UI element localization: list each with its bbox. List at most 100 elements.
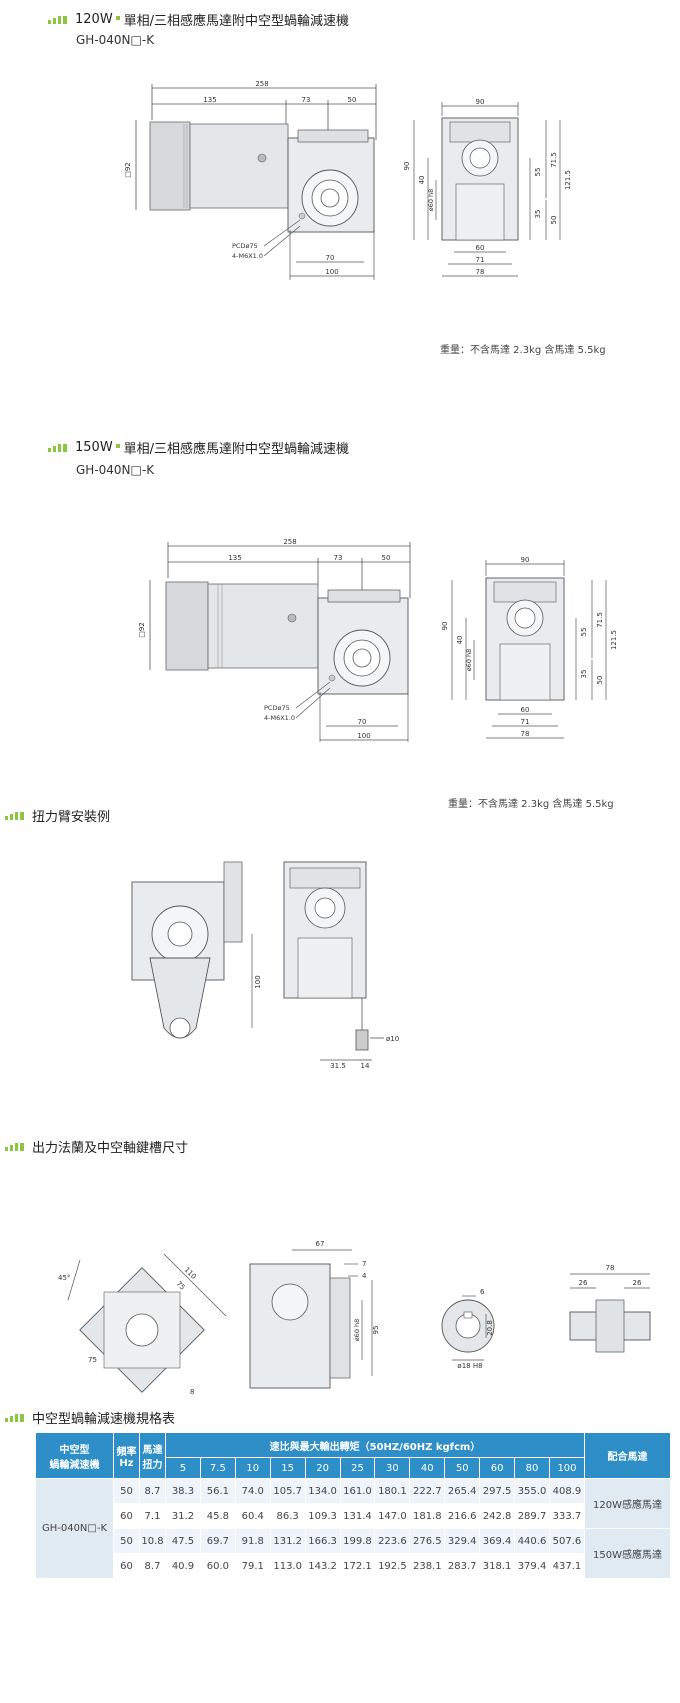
cell-value: 216.6 (444, 1503, 481, 1529)
dim-mid: 73 (334, 554, 343, 562)
side-dim-h55: 55 (580, 628, 588, 637)
header-torque: 馬達扭力 (139, 1432, 166, 1479)
cell-value: 242.8 (479, 1503, 516, 1529)
section-title: 出力法蘭及中空軸鍵槽尺寸 (32, 1141, 189, 1156)
side-dim-h715: 71.5 (550, 152, 558, 168)
cell-value: 131.2 (269, 1528, 306, 1554)
ratio-header: 25 (339, 1457, 376, 1479)
cell-value: 440.6 (514, 1528, 550, 1554)
dim-70: 70 (358, 718, 367, 726)
side-dim-h90: 90 (403, 162, 411, 171)
side-dim-shaft: ø60 h8 (427, 189, 435, 212)
cell-value: 192.5 (374, 1553, 411, 1579)
side-dim-h1215: 121.5 (564, 170, 572, 190)
model-code: GH-040N□-K (76, 33, 155, 47)
dim-20-8: 20.8 (486, 1320, 494, 1336)
section-power: 120W (75, 12, 113, 27)
cell-torque: 8.7 (139, 1553, 166, 1579)
side-dim-shaft: ø60 h8 (465, 649, 473, 672)
header-model: 中空型蝸輪減速機 (35, 1432, 114, 1479)
dim-31-5: 31.5 (330, 1062, 346, 1070)
cell-torque: 8.7 (139, 1478, 166, 1504)
cell-value: 143.2 (304, 1553, 341, 1579)
drawing-flange: 110 75 75 45° 8 67 7 4 ø60 h8 95 6 20.8 … (58, 1240, 651, 1396)
dim-100: 100 (254, 975, 262, 988)
dim-right: 50 (382, 554, 391, 562)
side-dim-b78: 78 (521, 730, 530, 738)
ratio-header: 30 (374, 1457, 411, 1479)
table-row: 60 7.1 31.2 45.8 60.4 86.3 109.3 131.4 1… (36, 1503, 671, 1529)
section-bars-icon (5, 1142, 26, 1151)
dim-6: 6 (480, 1288, 485, 1296)
dim-mid: 73 (302, 96, 311, 104)
cell-value: 437.1 (548, 1553, 586, 1579)
cell-value: 45.8 (199, 1503, 236, 1529)
side-dim-h715: 71.5 (596, 612, 604, 628)
model-cell: GH-040N□-K (35, 1478, 114, 1579)
section-bars-icon (48, 15, 69, 24)
drawing-torque-arm: 100 ø10 31.5 14 (131, 861, 399, 1070)
ratio-header: 100 (548, 1457, 586, 1479)
cell-value: 134.0 (304, 1478, 341, 1504)
cell-value: 276.5 (409, 1528, 446, 1554)
side-dim-h35: 35 (580, 670, 588, 679)
dim-4: 4 (362, 1272, 367, 1280)
section-bars-icon (48, 443, 69, 452)
dim-100: 100 (357, 732, 370, 740)
cell-torque: 7.1 (139, 1503, 166, 1529)
dim-75b: 75 (88, 1356, 97, 1364)
section-power: 150W (75, 440, 113, 455)
cell-value: 147.0 (374, 1503, 411, 1529)
cell-value: 91.8 (234, 1528, 271, 1554)
dim-right: 50 (348, 96, 357, 104)
cell-value: 318.1 (479, 1553, 516, 1579)
cell-value: 333.7 (548, 1503, 586, 1529)
cell-value: 408.9 (548, 1478, 586, 1504)
side-dim-h1215: 121.5 (610, 630, 618, 650)
model-code: GH-040N□-K (76, 463, 155, 477)
cell-hz: 50 (113, 1528, 140, 1554)
motor-cell: 150W感應馬達 (584, 1528, 671, 1579)
ratio-header: 80 (514, 1457, 550, 1479)
motor-cell: 120W感應馬達 (584, 1478, 671, 1529)
cell-value: 31.2 (165, 1503, 201, 1529)
bullet-icon (115, 15, 120, 20)
cell-hz: 60 (113, 1553, 140, 1579)
dim-motor: 135 (228, 554, 241, 562)
cell-value: 297.5 (479, 1478, 516, 1504)
section-title: 中空型蝸輪減速機規格表 (32, 1412, 176, 1427)
dim-70: 70 (326, 254, 335, 262)
dim-95: 95 (372, 1326, 380, 1335)
section-title: 扭力臂安裝例 (32, 810, 111, 825)
side-dim-h90: 90 (441, 622, 449, 631)
dim-dia: □92 (138, 622, 146, 638)
side-dim-h50: 50 (550, 216, 558, 225)
cell-value: 265.4 (444, 1478, 481, 1504)
cell-value: 166.3 (304, 1528, 341, 1554)
dim-total: 258 (283, 538, 296, 546)
cell-value: 180.1 (374, 1478, 411, 1504)
cell-value: 161.0 (339, 1478, 376, 1504)
side-dim-h40: 40 (456, 636, 464, 645)
header-ratio: 速比與最大輸出轉矩（50HZ/60HZ kgfcm） (165, 1432, 585, 1458)
cell-value: 56.1 (199, 1478, 236, 1504)
cell-value: 113.0 (269, 1553, 306, 1579)
side-dim-b71: 71 (476, 256, 485, 264)
cell-value: 199.8 (339, 1528, 376, 1554)
dim-100: 100 (325, 268, 338, 276)
cell-value: 60.0 (199, 1553, 236, 1579)
section-header-torque-arm: 扭力臂安裝例 (5, 806, 110, 825)
cell-value: 289.7 (514, 1503, 550, 1529)
section-title: 單相/三相感應馬達附中空型蝸輪減速機 (123, 442, 350, 457)
dim-motor: 135 (203, 96, 216, 104)
side-dim-b60: 60 (476, 244, 485, 252)
cell-value: 507.6 (548, 1528, 586, 1554)
side-dim-90: 90 (476, 98, 485, 106)
drawing-120w: 258 135 73 50 □92 PCDø75 4-M6X1.0 70 100… (124, 80, 572, 280)
dim-d60: ø60 h8 (353, 1319, 361, 1342)
section-header-150w: 150W 單相/三相感應馬達附中空型蝸輪減速機 (48, 438, 349, 457)
side-dim-b60: 60 (521, 706, 530, 714)
table-row: 50 10.8 47.5 69.7 91.8 131.2 166.3 199.8… (36, 1528, 671, 1579)
cell-value: 379.4 (514, 1553, 550, 1579)
